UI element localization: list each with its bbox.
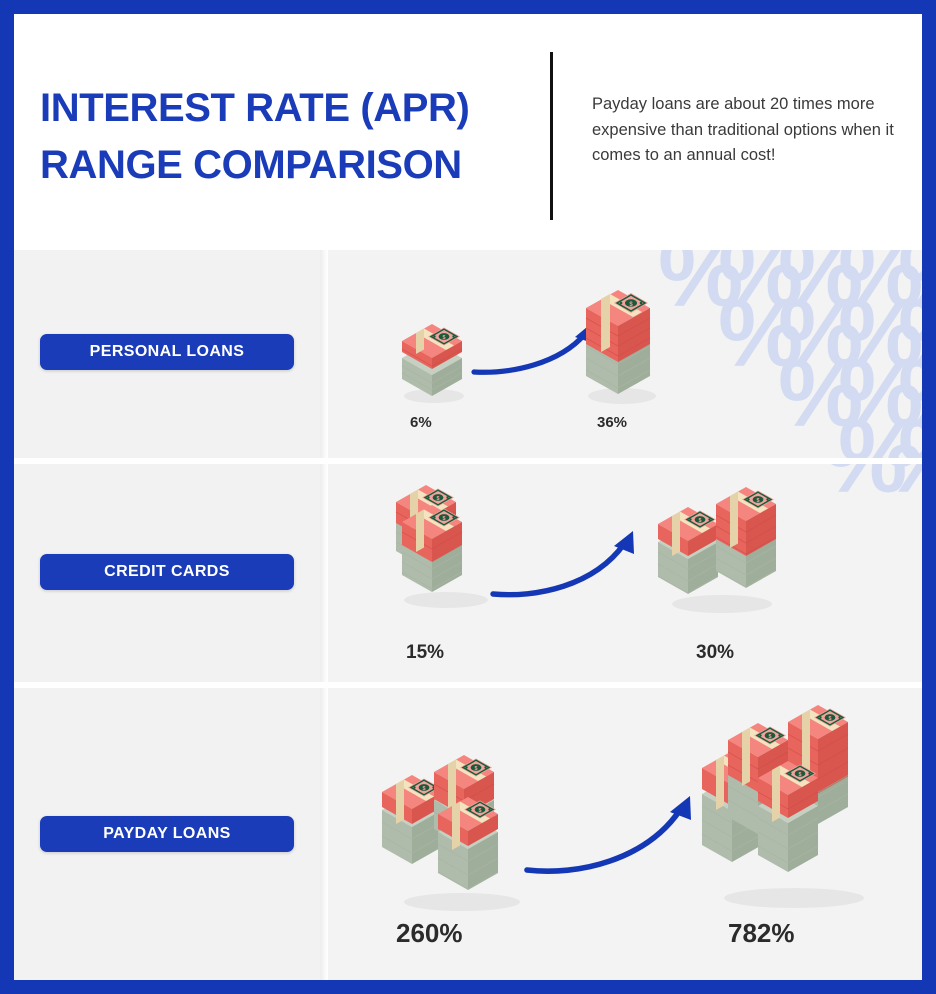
header: INTEREST RATE (APR) RANGE COMPARISON Pay…	[14, 14, 922, 250]
value-label-low-payday-loans: 260%	[396, 918, 463, 948]
row-label-text: PAYDAY LOANS	[103, 825, 231, 842]
svg-text:$: $	[437, 496, 440, 502]
money-stack-low-personal-loans: $	[398, 322, 468, 406]
sidebar-item-personal-loans[interactable]: PERSONAL LOANS	[40, 334, 294, 370]
value-label-low-personal-loans: 6%	[410, 414, 432, 431]
percent-icon: %	[838, 400, 922, 459]
svg-text:$: $	[475, 766, 478, 772]
title-line-1: INTEREST RATE (APR)	[40, 86, 470, 130]
percent-watermark-group: % % % % % % % % % % % % % %	[640, 250, 922, 458]
percent-icon: %	[898, 346, 922, 442]
row-label-text: CREDIT CARDS	[104, 563, 230, 580]
percent-icon: %	[898, 250, 922, 322]
row-chart-cell-credit-cards: % %	[328, 464, 922, 682]
money-stack-high-payday-loans: $	[696, 694, 886, 914]
row-label-cell-payday-loans: PAYDAY LOANS	[14, 688, 328, 980]
svg-text:$: $	[423, 786, 426, 792]
money-stack-low-credit-cards: $	[390, 485, 500, 612]
row-chart-cell-personal-loans: % % % % % % % % % % % % % %	[328, 250, 922, 458]
sidebar-item-credit-cards[interactable]: CREDIT CARDS	[40, 554, 294, 590]
svg-text:$: $	[769, 734, 772, 740]
svg-text:$: $	[443, 335, 446, 341]
percent-icon: %	[778, 250, 864, 327]
row-label-text: PERSONAL LOANS	[89, 343, 245, 360]
percent-icon: %	[898, 286, 922, 382]
percent-icon: %	[718, 250, 804, 327]
svg-text:$: $	[829, 716, 832, 722]
header-divider-rule	[550, 52, 553, 220]
header-subtitle: Payday loans are about 20 times more exp…	[592, 95, 894, 165]
svg-text:$: $	[479, 808, 482, 814]
percent-icon: %	[838, 280, 922, 387]
page-title: INTEREST RATE (APR) RANGE COMPARISON	[40, 80, 520, 194]
svg-text:$: $	[443, 516, 446, 522]
percent-icon: %	[658, 250, 744, 327]
svg-text:$: $	[699, 518, 702, 524]
value-label-low-credit-cards: 15%	[406, 642, 445, 663]
percent-icon: %	[778, 340, 864, 447]
percent-icon: %	[882, 464, 922, 508]
percent-icon: %	[822, 464, 907, 508]
money-stack-low-payday-loans: $	[378, 740, 538, 916]
percent-icon: %	[778, 280, 864, 387]
percent-icon: %	[838, 250, 922, 327]
value-label-high-credit-cards: 30%	[696, 642, 735, 663]
percent-watermark-group-row2: % %	[782, 464, 922, 574]
money-stack-high-personal-loans: $	[580, 286, 662, 408]
sidebar-item-payday-loans[interactable]: PAYDAY LOANS	[40, 816, 294, 852]
trend-arrow-payday-loans	[524, 788, 722, 884]
percent-icon: %	[838, 340, 922, 447]
trend-arrow-credit-cards	[490, 526, 660, 606]
percent-icon: %	[898, 406, 922, 459]
svg-text:$: $	[629, 302, 633, 308]
row-label-cell-credit-cards: CREDIT CARDS	[14, 464, 328, 682]
percent-icon: %	[718, 280, 804, 387]
value-label-high-payday-loans: 782%	[728, 918, 795, 948]
svg-text:$: $	[799, 772, 802, 778]
title-line-2: RANGE COMPARISON	[40, 142, 462, 187]
svg-text:$: $	[757, 498, 760, 504]
money-stack-high-credit-cards: $	[654, 468, 788, 618]
infographic-canvas: INTEREST RATE (APR) RANGE COMPARISON Pay…	[14, 14, 922, 980]
row-chart-cell-payday-loans: $	[328, 688, 922, 980]
comparison-grid: PERSONAL LOANS % % % % % % % % % % %	[14, 250, 922, 980]
row-label-cell-personal-loans: PERSONAL LOANS	[14, 250, 328, 458]
value-label-high-personal-loans: 36%	[597, 414, 628, 431]
